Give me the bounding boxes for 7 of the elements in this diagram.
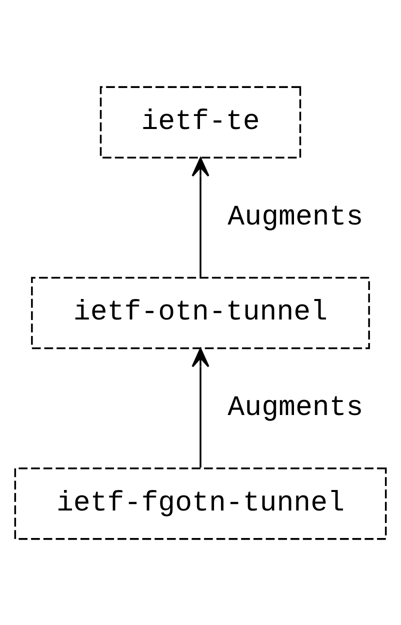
edge-label: Augments <box>228 200 364 233</box>
node-box: ietf-te <box>100 86 302 158</box>
node-box: ietf-otn-tunnel <box>31 276 370 349</box>
arrow <box>192 156 210 276</box>
arrow <box>192 347 210 468</box>
edge-label: Augments <box>228 392 364 424</box>
node-box: ietf-fgotn-tunnel <box>14 466 387 540</box>
